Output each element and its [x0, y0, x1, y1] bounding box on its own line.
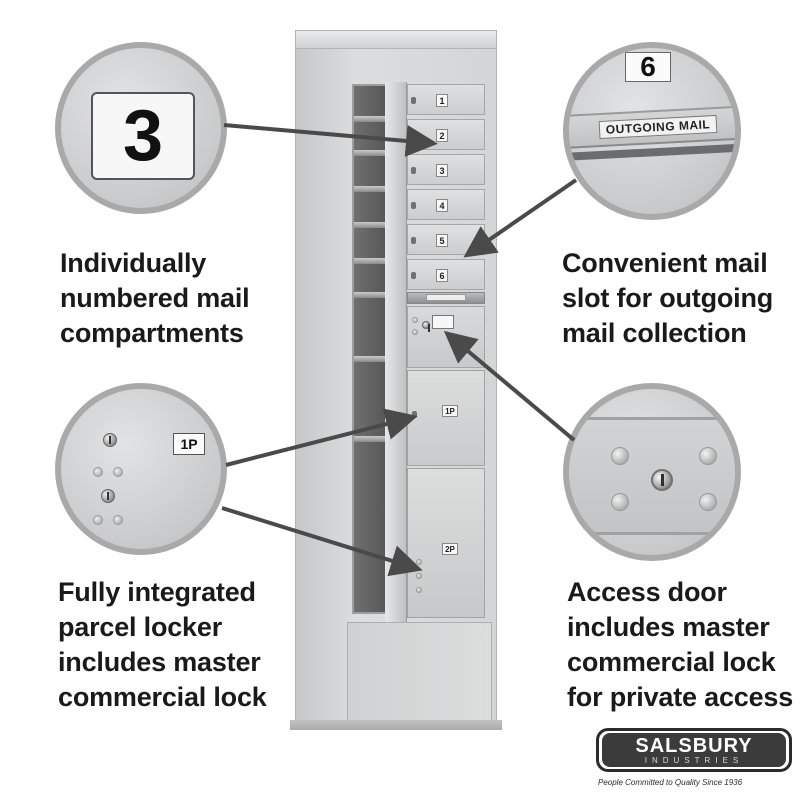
shelf [354, 186, 405, 192]
parcel-badge: 1P [173, 433, 205, 455]
shelf [354, 258, 405, 264]
callout-parcel-locker: 1P [55, 383, 227, 555]
lock-icon [103, 433, 117, 447]
parcel-locker-1: 1P [407, 370, 485, 466]
compartment-label: 6 [436, 269, 448, 282]
caption-outgoing-mail-slot: Convenient mail slot for outgoing mail c… [562, 248, 774, 348]
compartment-number-badge: 3 [91, 92, 195, 180]
compartment-label: 5 [436, 234, 448, 247]
open-master-door [385, 82, 407, 622]
lock-icon [411, 132, 416, 139]
parcel-label: 2P [442, 543, 458, 555]
lock-icon [411, 97, 416, 104]
us-mail-plate [432, 315, 454, 329]
lock-icon [422, 321, 430, 332]
slot-plate [426, 294, 466, 301]
rivet [416, 587, 422, 593]
rivet [416, 573, 422, 579]
caption-parcel-locker: Fully integrated parcel locker includes … [58, 577, 267, 712]
callout-numbered-compartment: 3 [55, 42, 227, 214]
shelf [354, 116, 405, 122]
logo-subtitle: INDUSTRIES [644, 755, 744, 765]
mail-compartment: 5 [407, 224, 485, 255]
rivet [416, 559, 422, 565]
callout-access-door [563, 383, 741, 561]
mail-compartment: 6 [407, 259, 485, 290]
logo-badge: SALSBURY INDUSTRIES [602, 733, 786, 767]
lock-icon [101, 489, 115, 503]
master-lock-icon [651, 469, 673, 491]
logo-name: SALSBURY [635, 734, 753, 757]
outgoing-mail-label: OUTGOING MAIL [569, 105, 735, 149]
compartment-label: 4 [436, 199, 448, 212]
mail-compartment: 1 [407, 84, 485, 115]
outgoing-mail-slot [407, 292, 485, 304]
compartment-label: 1 [436, 94, 448, 107]
rivet [113, 467, 123, 477]
parcel-label: 1P [442, 405, 458, 417]
mail-compartment: 2 [407, 119, 485, 150]
lock-icon [411, 272, 416, 279]
parcel-locker-2: 2P [407, 468, 485, 618]
rivet [93, 515, 103, 525]
rivet [93, 467, 103, 477]
lock-icon [412, 411, 417, 418]
rivet [699, 493, 717, 511]
lock-icon [411, 202, 416, 209]
shelf [354, 150, 405, 156]
caption-numbered-compartments: Individually numbered mail compartments [60, 248, 250, 348]
salsbury-logo: SALSBURY INDUSTRIES [596, 728, 792, 772]
compartment-number-badge-6: 6 [625, 51, 671, 82]
rivet [611, 493, 629, 511]
unit-plinth [290, 720, 502, 730]
rivet [412, 317, 418, 323]
brand-tagline: People Committed to Quality Since 1936 [598, 778, 743, 787]
rivet [611, 447, 629, 465]
outgoing-mail-label-text: OUTGOING MAIL [598, 114, 718, 140]
access-door [407, 306, 485, 368]
compartment-label: 2 [436, 129, 448, 142]
unit-pedestal [347, 622, 492, 722]
shelf [354, 292, 405, 298]
lock-icon [411, 167, 416, 174]
rivet [699, 447, 717, 465]
caption-access-door: Access door includes master commercial l… [567, 577, 794, 712]
lock-icon [411, 237, 416, 244]
shelf [354, 356, 405, 362]
compartment-label: 3 [436, 164, 448, 177]
unit-top-cap [295, 30, 497, 50]
mailbox-unit: 1 2 3 4 5 6 [290, 30, 502, 730]
mail-compartment: 4 [407, 189, 485, 220]
mail-compartment: 3 [407, 154, 485, 185]
callout-outgoing-mail-slot: 6 OUTGOING MAIL [563, 42, 741, 220]
shelf [354, 222, 405, 228]
rivet [113, 515, 123, 525]
rivet [412, 329, 418, 335]
